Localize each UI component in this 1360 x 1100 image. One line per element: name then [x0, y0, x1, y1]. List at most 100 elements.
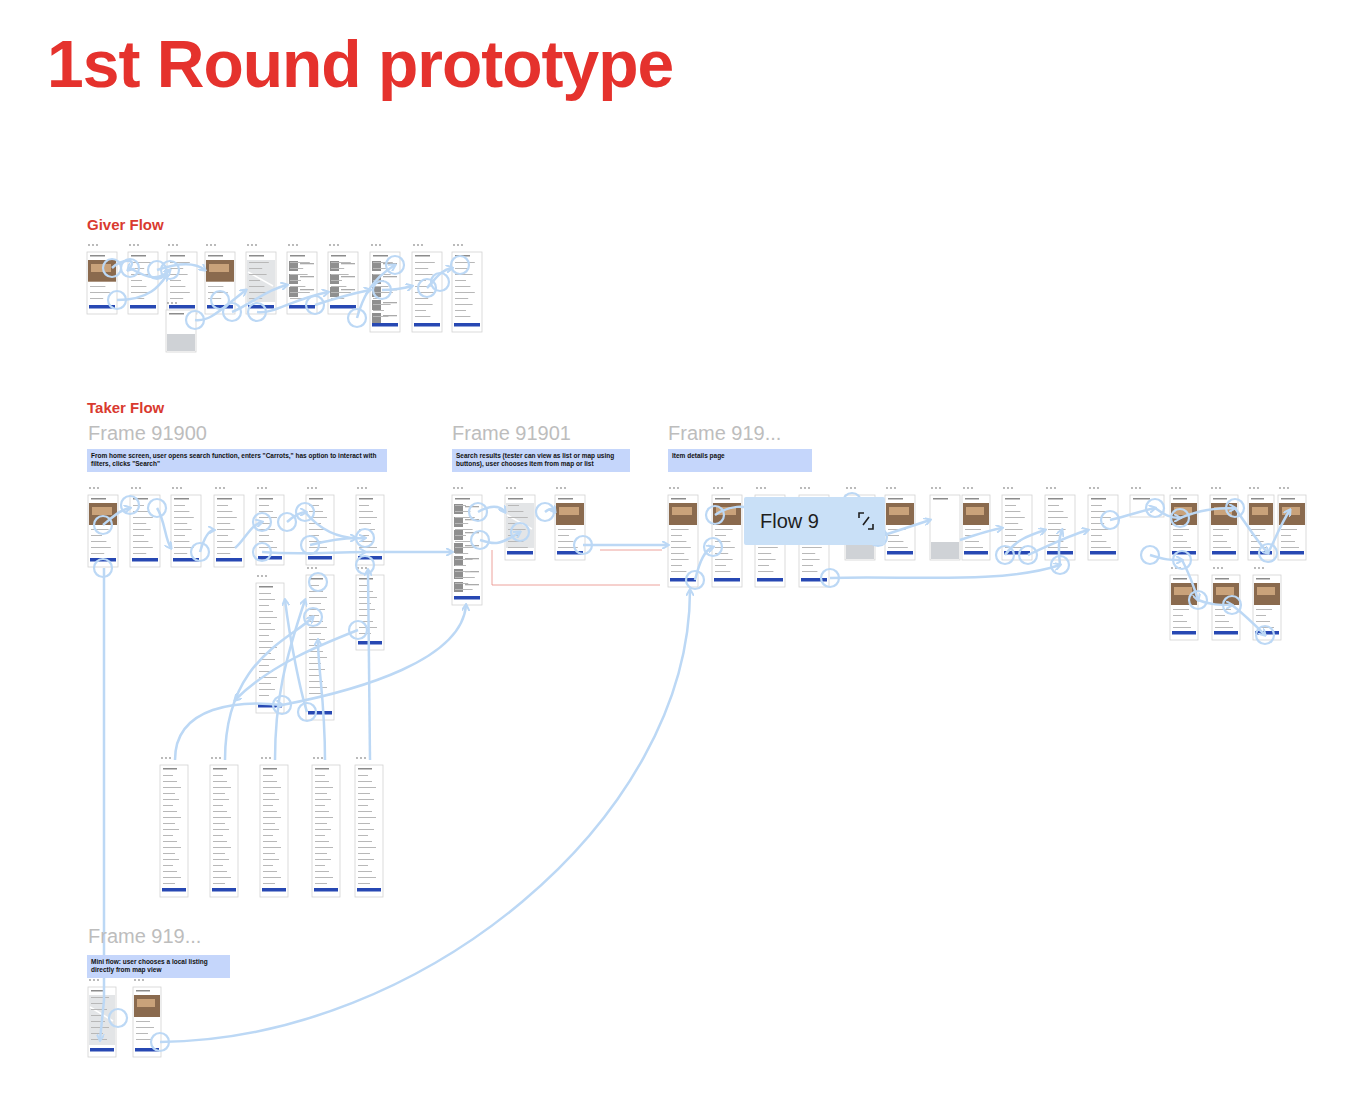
text-line	[508, 511, 523, 512]
hotspot-ring	[1226, 499, 1244, 517]
hotspot-ring	[108, 291, 126, 309]
frame-dots	[1003, 487, 1005, 489]
text-line	[455, 298, 468, 299]
text-line	[163, 781, 177, 782]
text-line	[1005, 511, 1020, 512]
text-line	[455, 589, 473, 590]
screen-body	[328, 252, 358, 314]
text-line	[163, 775, 173, 776]
text-line	[1213, 529, 1229, 530]
primary-button	[887, 551, 913, 555]
frame-dots	[215, 487, 217, 489]
text-line	[671, 535, 682, 536]
text-line	[758, 553, 771, 554]
frame-dots	[357, 487, 359, 489]
frame-dots	[669, 487, 671, 489]
text-line	[217, 511, 232, 512]
food-photo	[886, 503, 914, 525]
text-line	[671, 565, 682, 566]
text-line	[213, 841, 227, 842]
text-line	[309, 639, 325, 640]
text-line	[217, 553, 230, 554]
screen-header	[888, 498, 903, 500]
hotspot-ring	[253, 513, 271, 531]
food-photo	[556, 503, 584, 525]
screen-body	[133, 987, 161, 1057]
text-line	[217, 535, 228, 536]
hotspot-ring	[1259, 544, 1277, 562]
frame-dots	[417, 244, 419, 246]
hotspot-ring	[574, 536, 592, 554]
text-line	[217, 547, 237, 548]
primary-button	[1172, 631, 1196, 635]
screen-body	[1278, 495, 1306, 560]
text-line	[136, 1027, 154, 1028]
hotspot-ring	[186, 311, 204, 329]
text-line	[91, 535, 102, 536]
text-line	[136, 1021, 150, 1022]
text-line	[802, 571, 817, 572]
phone-screen	[885, 487, 915, 560]
frame-dots	[251, 244, 253, 246]
text-line	[263, 847, 281, 848]
phone-screen	[1088, 487, 1118, 560]
list-thumb	[454, 556, 463, 566]
frame-dots	[329, 244, 331, 246]
text-line	[508, 505, 519, 506]
list-line	[383, 302, 397, 303]
screen-header	[131, 255, 146, 257]
frame-dots	[92, 244, 94, 246]
hotspot-ring	[301, 536, 319, 554]
frame-dots	[311, 567, 313, 569]
primary-button	[357, 888, 381, 892]
text-line	[174, 511, 189, 512]
text-line	[359, 535, 369, 536]
hotspot-ring	[304, 608, 322, 626]
screen-header	[169, 313, 184, 315]
screen-header	[174, 498, 189, 500]
frame-name: Frame 91901	[452, 421, 571, 445]
text-line	[309, 687, 327, 688]
screen-body	[668, 495, 698, 587]
text-line	[217, 541, 232, 542]
prototype-link	[368, 570, 370, 760]
text-line	[358, 823, 370, 824]
text-line	[213, 853, 225, 854]
list-thumb	[330, 274, 339, 284]
prototype-link	[282, 605, 466, 705]
text-line	[133, 553, 146, 554]
text-line	[331, 262, 351, 263]
frame-dots	[175, 302, 177, 304]
prototype-link	[200, 530, 214, 552]
frame-dots	[176, 487, 178, 489]
text-line	[170, 268, 183, 269]
food-photo	[134, 995, 160, 1017]
text-line	[263, 823, 275, 824]
text-line	[309, 675, 319, 676]
frame-dots	[138, 979, 140, 981]
text-line	[163, 871, 177, 872]
text-line	[315, 793, 327, 794]
frame-dots	[808, 487, 810, 489]
screen-header	[91, 498, 106, 500]
text-line	[358, 775, 368, 776]
frame-dots	[1093, 487, 1095, 489]
list-line	[465, 584, 479, 585]
text-line	[1213, 541, 1227, 542]
hotspot-ring	[451, 256, 469, 274]
list-thumb	[289, 274, 298, 284]
text-line	[331, 274, 349, 275]
hotspot-ring	[223, 303, 241, 321]
text-line	[1173, 627, 1191, 628]
primary-button	[169, 305, 195, 309]
primary-button	[289, 305, 315, 309]
text-line	[455, 505, 466, 506]
annotation-lines	[492, 550, 662, 585]
food-photo	[1216, 587, 1234, 595]
text-line	[715, 559, 733, 560]
text-line	[671, 547, 691, 548]
text-line	[358, 787, 376, 788]
text-line	[315, 841, 329, 842]
text-line	[259, 689, 275, 690]
frame-dots	[88, 244, 90, 246]
